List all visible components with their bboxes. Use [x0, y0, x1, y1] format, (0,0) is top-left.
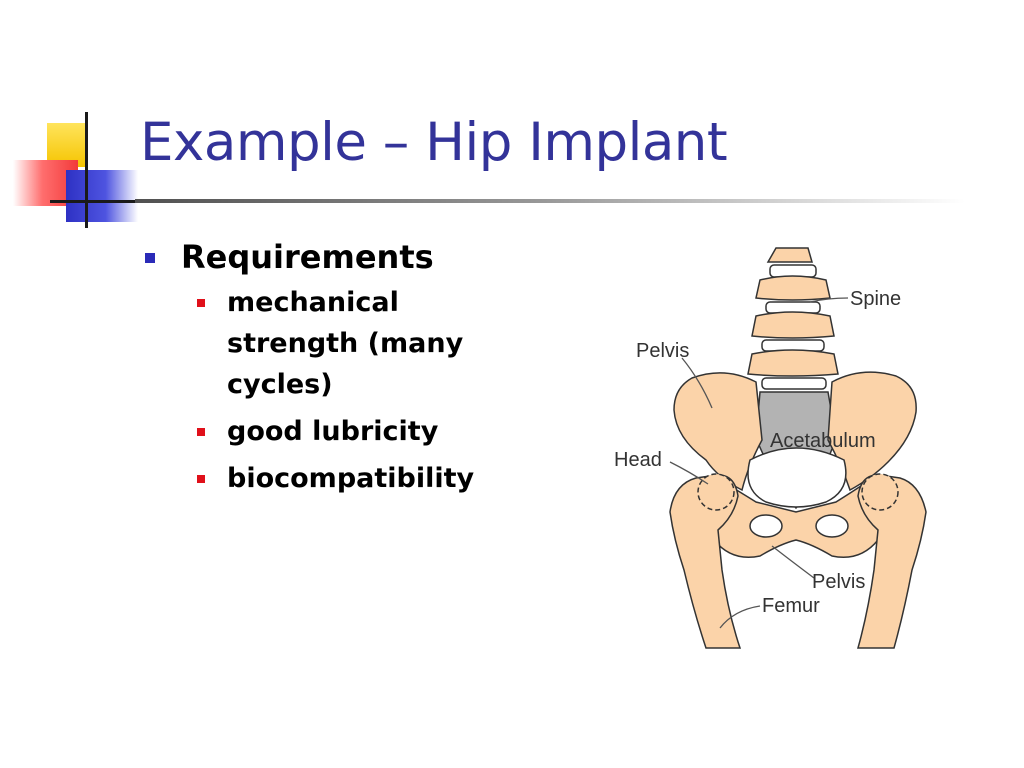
leader-lines: [669, 297, 849, 629]
red-bullet-marker: [197, 428, 205, 436]
right-femoral-head: [861, 473, 899, 511]
sub-bullet-list: mechanical strength (many cycles) good l…: [145, 282, 525, 499]
left-femoral-head: [697, 473, 735, 511]
hip-anatomy-svg: Spine Pelvis Acetabulum Head Pelvis Femu…: [614, 247, 927, 649]
spine-vertebrae: [747, 247, 839, 390]
decorative-logo: [0, 100, 150, 240]
label-head: Head: [614, 449, 662, 471]
yellow-square: [47, 123, 87, 167]
sub-bullet-text: biocompatibility: [227, 463, 475, 494]
label-pelvis-bottom: Pelvis: [812, 571, 865, 593]
bullet-list: Requirements mechanical strength (many c…: [145, 236, 525, 505]
right-obturator: [815, 514, 849, 538]
blue-bullet-marker: [145, 253, 155, 263]
slide-title: Example – Hip Implant: [140, 112, 728, 173]
right-ilium: [827, 371, 917, 492]
title-underline: [135, 199, 965, 203]
left-obturator: [749, 514, 783, 538]
main-bullet-text: Requirements: [181, 238, 434, 276]
label-acetabulum: Acetabulum: [770, 430, 876, 452]
sub-bullet-text: good lubricity: [227, 416, 439, 447]
sub-bullet-text: mechanical strength (many cycles): [227, 287, 464, 400]
bullet-requirements: Requirements: [145, 236, 525, 278]
blue-square: [66, 170, 138, 222]
logo-horizontal-line: [50, 200, 140, 203]
label-pelvis-top: Pelvis: [636, 340, 689, 362]
sub-bullet-item: mechanical strength (many cycles): [191, 282, 497, 405]
label-spine: Spine: [850, 288, 901, 310]
label-femur: Femur: [762, 595, 820, 617]
lower-pelvis: [709, 478, 884, 558]
red-bullet-marker: [197, 299, 205, 307]
logo-vertical-line: [85, 112, 88, 228]
right-femur: [857, 474, 927, 649]
left-femur: [669, 474, 742, 649]
hip-anatomy-figure: Spine Pelvis Acetabulum Head Pelvis Femu…: [600, 240, 960, 655]
red-bullet-marker: [197, 475, 205, 483]
sub-bullet-item: biocompatibility: [191, 458, 497, 499]
sub-bullet-item: good lubricity: [191, 411, 497, 452]
pelvic-inlet: [747, 447, 847, 508]
